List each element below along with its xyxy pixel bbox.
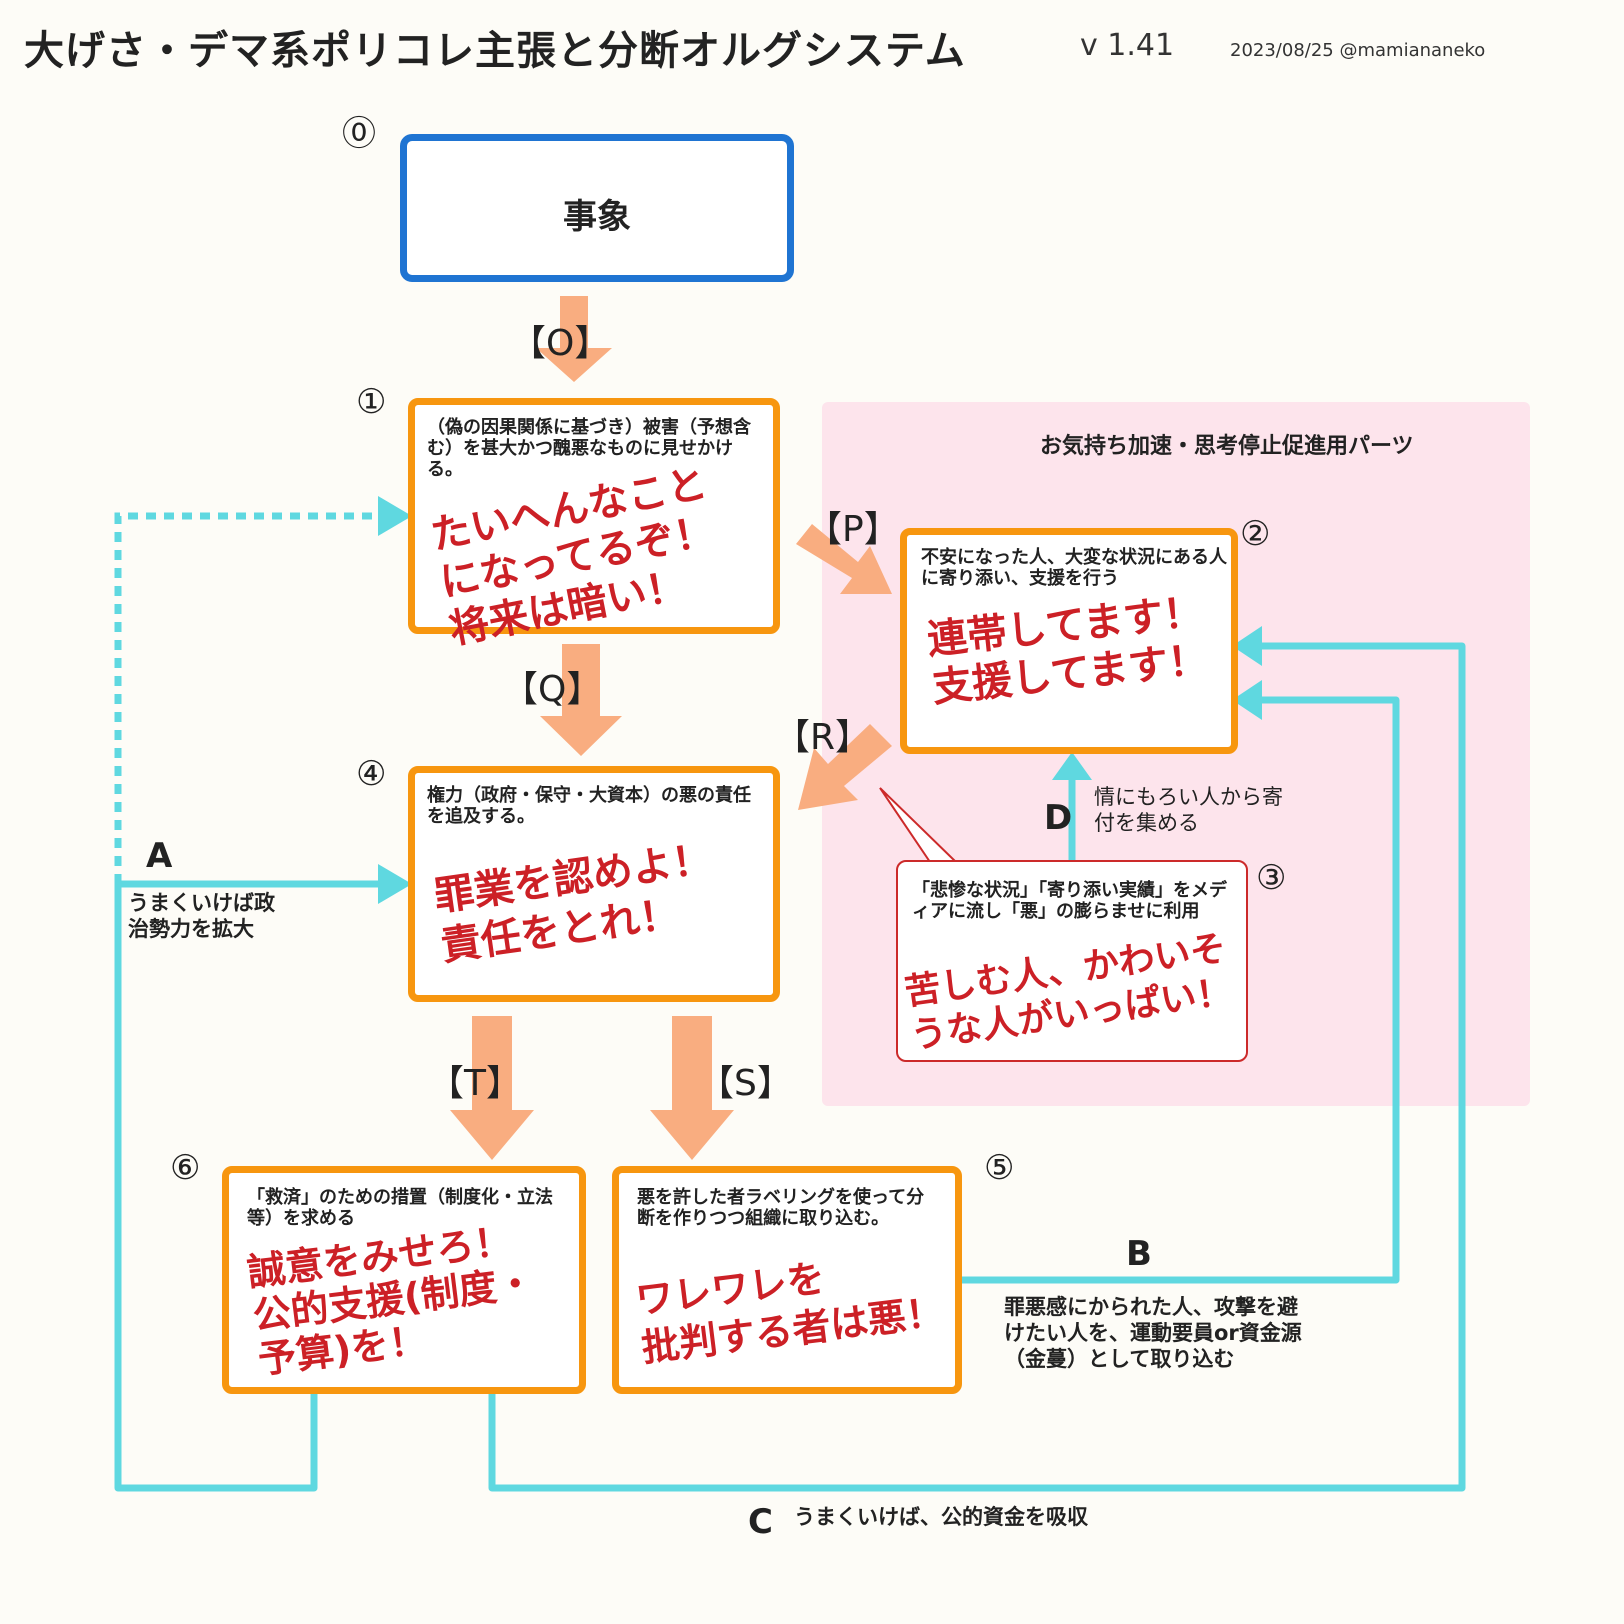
arrow-S-label: 【S】 — [698, 1063, 793, 1104]
node-1-box: （偽の因果関係に基づき）被害（予想含む）を甚大かつ醜悪なものに見せかける。 たい… — [408, 398, 780, 653]
node-4-desc: 権力（政府・保守・大資本）の悪の責任を追及する。 — [427, 785, 751, 827]
arrow-T — [450, 1016, 534, 1160]
arrowhead-D — [1052, 752, 1092, 780]
arrow-Q — [540, 644, 622, 756]
node-3-slogan: 苦しむ人、かわいそ うな人がいっぱい！ — [902, 927, 1235, 1059]
arrow-S — [650, 1016, 734, 1160]
node-2-number: ② — [1240, 514, 1271, 554]
arrowhead-C — [1232, 626, 1262, 666]
loop-C-text: うまくいけば、公的資金を吸収 — [794, 1505, 1088, 1529]
loop-A-text: うまくいけば政治勢力を拡大 — [128, 891, 275, 941]
node-1-slogan: たいへんなこと になってるぞ！ 将来は暗い！ — [427, 460, 729, 655]
loop-B-text: 罪悪感にかられた人、攻撃を避けたい人を、運動要員or資金源（金蔓）として取り込む — [1004, 1295, 1302, 1371]
arrow-Q-label: 【Q】 — [502, 669, 603, 710]
node-4-box: 権力（政府・保守・大資本）の悪の責任を追及する。 罪業を認めよ！ 責任をとれ！ — [408, 766, 780, 1002]
page-title: 大げさ・デマ系ポリコレ主張と分断オルグシステム — [24, 28, 966, 74]
date-author-label: 2023/08/25 @mamiananeko — [1230, 40, 1486, 61]
loop-C-line — [488, 642, 1466, 1492]
panel-title: お気持ち加速・思考停止促進用パーツ — [1040, 434, 1414, 459]
node-5-desc: 悪を許した者ラベリングを使って分断を作りつつ組織に取り込む。 — [637, 1187, 925, 1229]
version-label: v 1.41 — [1080, 28, 1175, 63]
node-6-desc: 「救済」のための措置（制度化・立法等）を求める — [247, 1187, 553, 1229]
arrow-R-label: 【R】 — [774, 717, 872, 758]
node-0-box: 事象 — [400, 134, 794, 282]
node-3-box: 「悲惨な状況」「寄り添い実績」をメディアに流し「悪」の膨らませに利用 苦しむ人、… — [896, 860, 1248, 1062]
arrow-T-label: 【T】 — [428, 1063, 522, 1104]
loop-C-letter: C — [748, 1502, 773, 1542]
node-5-box: 悪を許した者ラベリングを使って分断を作りつつ組織に取り込む。 ワレワレを 批判す… — [612, 1166, 962, 1394]
arrow-P-label: 【P】 — [806, 509, 900, 550]
loop-D-letter: D — [1044, 798, 1073, 838]
loop-B-letter: B — [1126, 1234, 1152, 1274]
node-6-box: 「救済」のための措置（制度化・立法等）を求める 誠意をみせろ！ 公的支援(制度・… — [222, 1166, 586, 1394]
node-1-number: ① — [356, 382, 387, 422]
node-2-box: 不安になった人、大変な状況にある人に寄り添い、支援を行う 連帯してます！ 支援し… — [900, 528, 1238, 754]
node-3-desc: 「悲惨な状況」「寄り添い実績」をメディアに流し「悪」の膨らませに利用 — [912, 880, 1227, 922]
loop-A-dotted — [114, 512, 378, 1478]
node-5-slogan: ワレワレを 批判する者は悪！ — [633, 1240, 946, 1372]
node-4-slogan: 罪業を認めよ！ 責任をとれ！ — [431, 834, 722, 972]
node-3-number: ③ — [1256, 858, 1287, 898]
node-1-desc: （偽の因果関係に基づき）被害（予想含む）を甚大かつ醜悪なものに見せかける。 — [427, 417, 751, 480]
arrow-R — [798, 724, 892, 810]
arrowhead-B — [1232, 680, 1262, 720]
arrow-O-label: 【O】 — [510, 323, 611, 364]
node-4-number: ④ — [356, 754, 387, 794]
loop-B-line — [958, 696, 1400, 1284]
arrowhead-A-dotted — [378, 496, 412, 536]
arrow-P — [796, 524, 892, 594]
loop-A-line — [114, 880, 382, 1492]
node-0-text: 事象 — [563, 197, 631, 237]
loop-D-text: 情にもろい人から寄付を集める — [1094, 785, 1283, 835]
arrow-O — [536, 296, 612, 382]
node-0-number: ⓪ — [342, 114, 376, 154]
node-5-number: ⑤ — [984, 1148, 1015, 1188]
loop-A-letter: A — [146, 836, 173, 876]
arrowhead-A — [378, 864, 412, 904]
node-2-slogan: 連帯してます！ 支援してます！ — [925, 588, 1210, 712]
callout-pointer — [879, 787, 959, 863]
node-2-desc: 不安になった人、大変な状況にある人に寄り添い、支援を行う — [921, 547, 1227, 589]
node-6-number: ⑥ — [170, 1148, 201, 1188]
node-6-slogan: 誠意をみせろ！ 公的支援(制度・ 予算)を！ — [245, 1216, 542, 1382]
